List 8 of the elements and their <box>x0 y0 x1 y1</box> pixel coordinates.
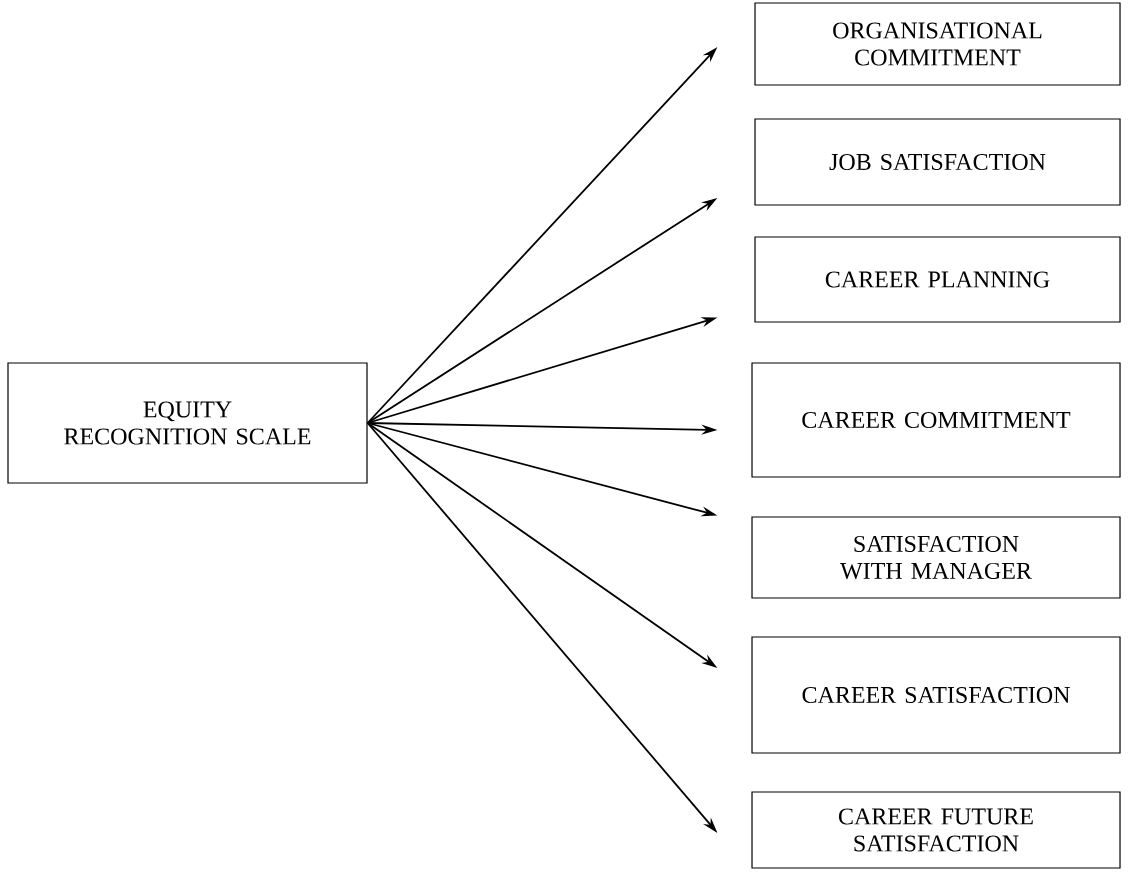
outcome-box: CAREER COMMITMENT <box>751 362 1121 478</box>
outcome-box: SATISFACTION WITH MANAGER <box>751 516 1121 599</box>
outcome-box: JOB SATISFACTION <box>754 118 1121 206</box>
outcome-box: CAREER PLANNING <box>754 236 1121 323</box>
outcome-box: ORGANISATIONAL COMMITMENT <box>754 2 1121 86</box>
scale-box: EQUITY RECOGNITION SCALE <box>7 362 368 484</box>
outcome-box: CAREER FUTURE SATISFACTION <box>751 791 1121 869</box>
outcome-box: CAREER SATISFACTION <box>751 636 1121 754</box>
